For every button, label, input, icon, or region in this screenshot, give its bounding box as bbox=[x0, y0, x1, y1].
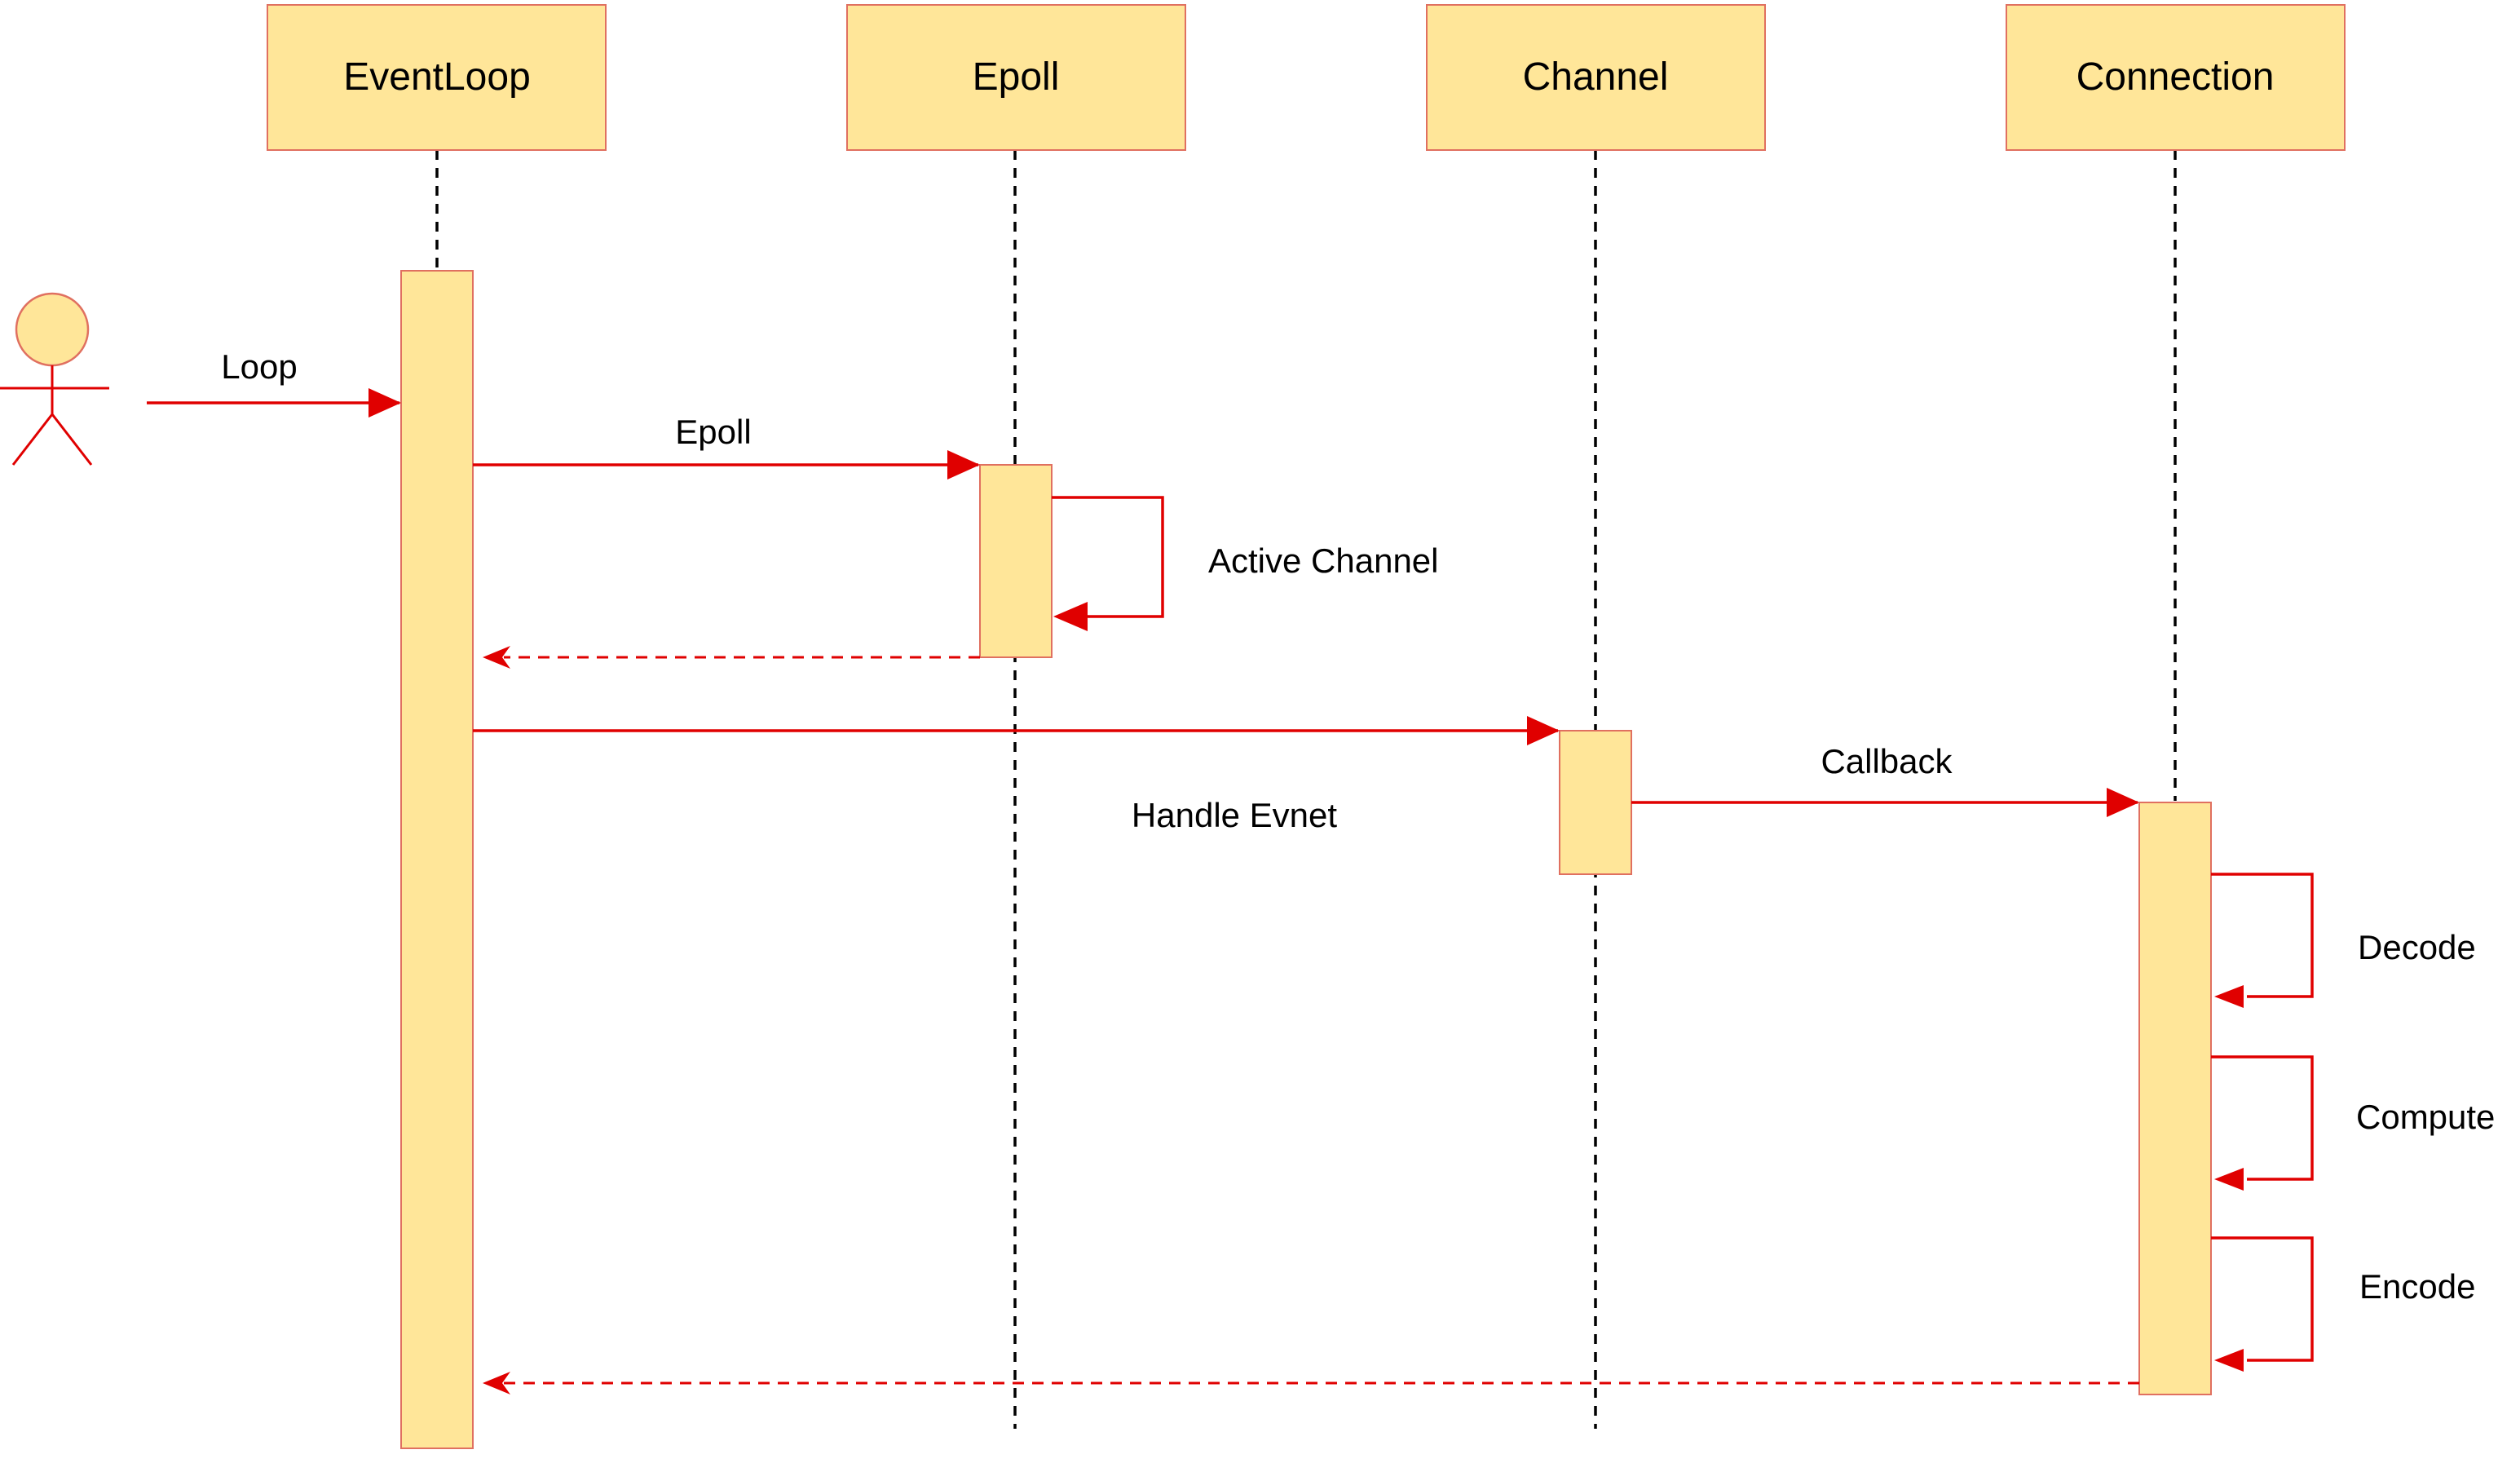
message-active-channel-label: Active Channel bbox=[1208, 541, 1439, 580]
activation-connection bbox=[2138, 802, 2212, 1395]
message-connection-return bbox=[483, 1372, 2139, 1394]
participant-connection-label: Connection bbox=[2076, 55, 2275, 99]
participant-channel: Channel bbox=[1426, 4, 1766, 151]
message-loop: Loop bbox=[147, 347, 401, 418]
message-callback-label: Callback bbox=[1820, 742, 1953, 780]
message-loop-label: Loop bbox=[221, 347, 297, 386]
activation-epoll bbox=[979, 464, 1053, 658]
activation-eventloop bbox=[400, 270, 474, 1449]
message-active-channel: Active Channel bbox=[1052, 496, 1439, 631]
message-encode-label: Encode bbox=[2359, 1267, 2475, 1306]
message-epoll: Epoll bbox=[473, 413, 980, 480]
message-handle-event-label: Handle Evnet bbox=[1132, 796, 1337, 834]
message-epoll-label: Epoll bbox=[675, 413, 751, 451]
message-encode: Encode bbox=[2211, 1236, 2475, 1372]
participant-epoll-label: Epoll bbox=[973, 55, 1060, 99]
message-handle-event: Handle Evnet bbox=[473, 716, 1560, 834]
message-compute-label: Compute bbox=[2356, 1098, 2495, 1136]
participant-connection: Connection bbox=[2006, 4, 2346, 151]
activation-channel bbox=[1559, 730, 1632, 875]
participant-eventloop-label: EventLoop bbox=[343, 55, 531, 99]
message-compute: Compute bbox=[2211, 1055, 2495, 1191]
participant-epoll: Epoll bbox=[846, 4, 1186, 151]
message-decode: Decode bbox=[2211, 873, 2476, 1008]
participant-eventloop: EventLoop bbox=[267, 4, 607, 151]
actor-user-icon bbox=[0, 292, 109, 466]
message-decode-label: Decode bbox=[2358, 928, 2476, 966]
message-epoll-return bbox=[483, 646, 980, 669]
message-callback: Callback bbox=[1631, 742, 2139, 817]
participant-channel-label: Channel bbox=[1523, 55, 1669, 99]
